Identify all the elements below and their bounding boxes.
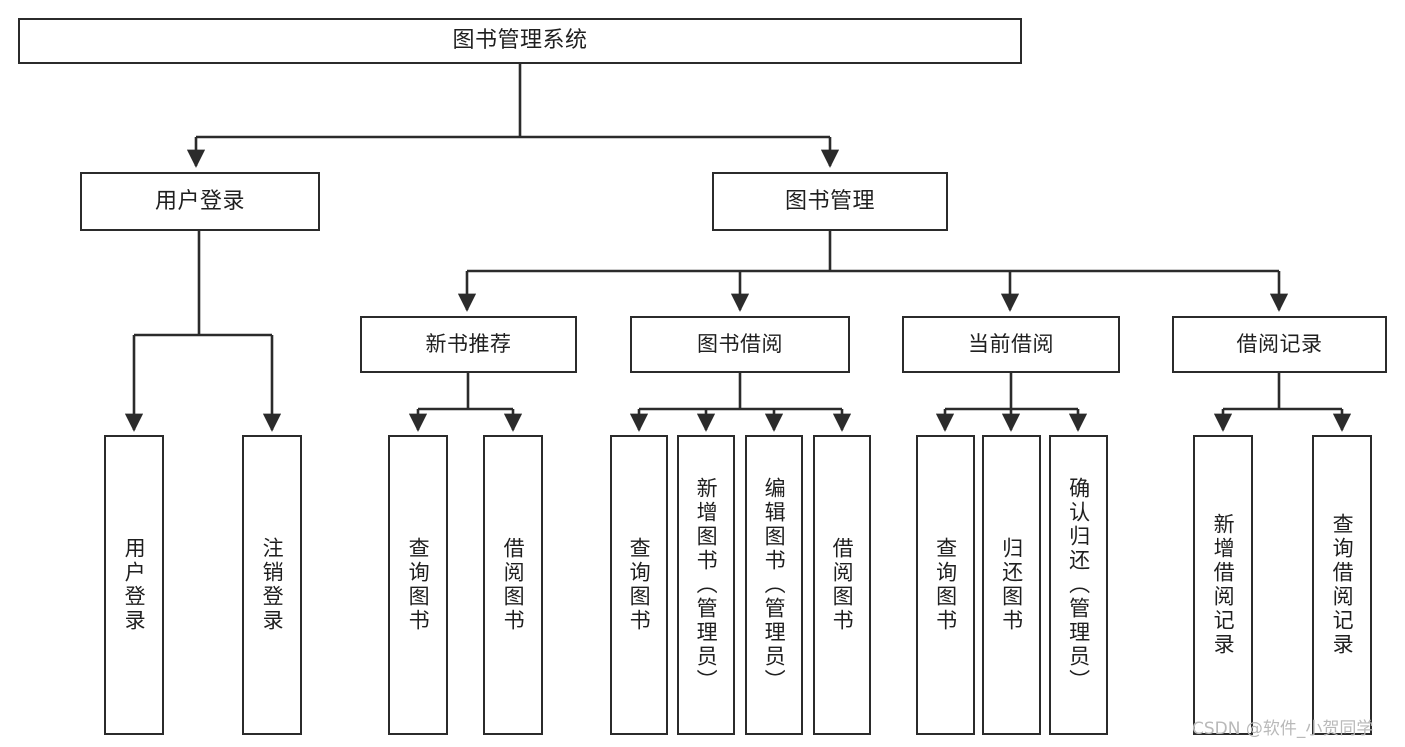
node-leaf-record-query-label: 查询借阅记录 [1330,513,1355,657]
node-leaf-borrow-lend[interactable]: 借阅图书 [813,435,871,735]
node-leaf-current-query-label: 查询图书 [933,537,958,633]
node-book-management-label: 图书管理 [784,188,875,214]
node-leaf-current-confirm-label: 确认归还（管理员） [1066,477,1091,693]
node-borrow-record-label: 借阅记录 [1236,332,1323,357]
node-leaf-user-login-label: 用户登录 [122,537,147,633]
node-leaf-record-add[interactable]: 新增借阅记录 [1193,435,1253,735]
node-leaf-record-add-label: 新增借阅记录 [1211,513,1236,657]
node-current-borrow-label: 当前借阅 [968,332,1054,357]
node-root[interactable]: 图书管理系统 [18,18,1022,64]
node-leaf-borrow-add-label: 新增图书（管理员） [694,477,719,693]
node-leaf-logout-label: 注销登录 [260,537,285,633]
node-user-login[interactable]: 用户登录 [80,172,320,231]
node-new-book-recommend[interactable]: 新书推荐 [360,316,577,373]
node-book-borrow-label: 图书借阅 [697,332,783,357]
node-leaf-borrow-add[interactable]: 新增图书（管理员） [677,435,735,735]
node-leaf-newbook-borrow-label: 借阅图书 [501,537,526,633]
node-leaf-borrow-lend-label: 借阅图书 [830,537,855,633]
node-leaf-current-query[interactable]: 查询图书 [916,435,975,735]
node-leaf-user-login[interactable]: 用户登录 [104,435,164,735]
node-borrow-record[interactable]: 借阅记录 [1172,316,1387,373]
node-leaf-newbook-borrow[interactable]: 借阅图书 [483,435,543,735]
node-leaf-borrow-query-label: 查询图书 [627,537,652,633]
node-leaf-current-confirm[interactable]: 确认归还（管理员） [1049,435,1108,735]
node-leaf-logout[interactable]: 注销登录 [242,435,302,735]
node-leaf-newbook-query-label: 查询图书 [406,537,431,633]
node-leaf-record-query[interactable]: 查询借阅记录 [1312,435,1372,735]
node-leaf-current-return[interactable]: 归还图书 [982,435,1041,735]
node-leaf-borrow-query[interactable]: 查询图书 [610,435,668,735]
node-leaf-current-return-label: 归还图书 [999,537,1024,633]
node-book-management[interactable]: 图书管理 [712,172,948,231]
node-new-book-recommend-label: 新书推荐 [425,332,512,357]
node-leaf-borrow-edit-label: 编辑图书（管理员） [762,477,787,693]
node-root-label: 图书管理系统 [452,28,588,54]
node-leaf-borrow-edit[interactable]: 编辑图书（管理员） [745,435,803,735]
node-current-borrow[interactable]: 当前借阅 [902,316,1120,373]
node-user-login-label: 用户登录 [154,188,245,214]
node-book-borrow[interactable]: 图书借阅 [630,316,850,373]
node-leaf-newbook-query[interactable]: 查询图书 [388,435,448,735]
